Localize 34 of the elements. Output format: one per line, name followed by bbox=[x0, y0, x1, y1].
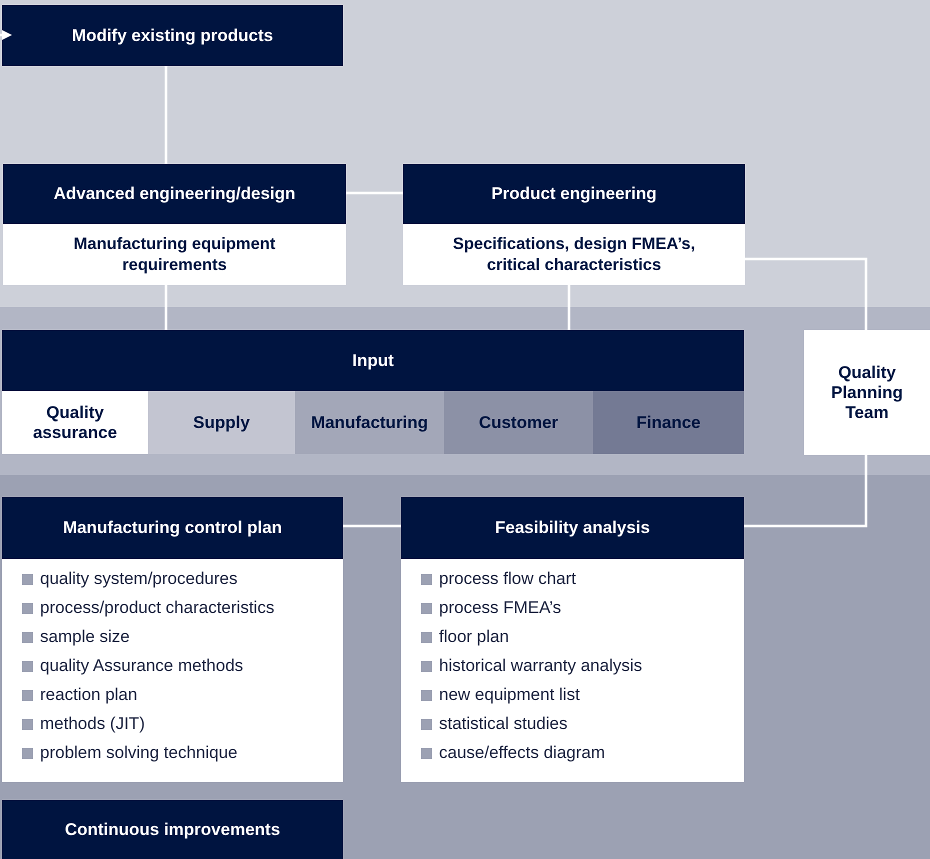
list-item: quality system/procedures bbox=[40, 569, 238, 589]
label-box: Manufacturing bbox=[295, 391, 444, 454]
label-box: Quality Planning Team bbox=[804, 330, 930, 455]
list-item: historical warranty analysis bbox=[439, 656, 642, 676]
box-header: Product engineering bbox=[403, 164, 745, 224]
connector-line bbox=[744, 455, 868, 528]
connector-line bbox=[164, 66, 168, 164]
connector-line bbox=[568, 285, 570, 330]
label-box: Finance bbox=[593, 391, 744, 454]
list-item: problem solving technique bbox=[40, 743, 238, 763]
connector-line bbox=[164, 285, 168, 330]
label-box: Supply bbox=[148, 391, 295, 454]
label-box: Quality assurance bbox=[2, 391, 148, 454]
connector-line bbox=[343, 524, 401, 528]
list-item: sample size bbox=[40, 627, 130, 647]
box-body: Specifications, design FMEA’s, critical characteristics bbox=[403, 224, 745, 285]
connector-line bbox=[346, 192, 403, 194]
list-item: methods (JIT) bbox=[40, 714, 145, 734]
list-item: reaction plan bbox=[40, 685, 138, 705]
connector-line bbox=[745, 258, 868, 330]
arrow bbox=[0, 30, 12, 40]
list-item: process/product characteristics bbox=[40, 598, 274, 618]
box-header: Manufacturing control plan bbox=[2, 497, 343, 559]
list-item: process FMEA’s bbox=[439, 598, 562, 618]
box-body: Manufacturing equipment requirements bbox=[3, 224, 346, 285]
list-item: quality Assurance methods bbox=[40, 656, 244, 676]
box-header: Advanced engineering/design bbox=[3, 164, 346, 224]
list-item: cause/effects diagram bbox=[439, 743, 605, 763]
list-item: floor plan bbox=[439, 627, 509, 647]
list-item: new equipment list bbox=[439, 685, 580, 705]
label-box: Customer bbox=[444, 391, 593, 454]
list-item: process flow chart bbox=[439, 569, 576, 589]
list-item: statistical studies bbox=[439, 714, 568, 734]
box-header: Feasibility analysis bbox=[401, 497, 744, 559]
